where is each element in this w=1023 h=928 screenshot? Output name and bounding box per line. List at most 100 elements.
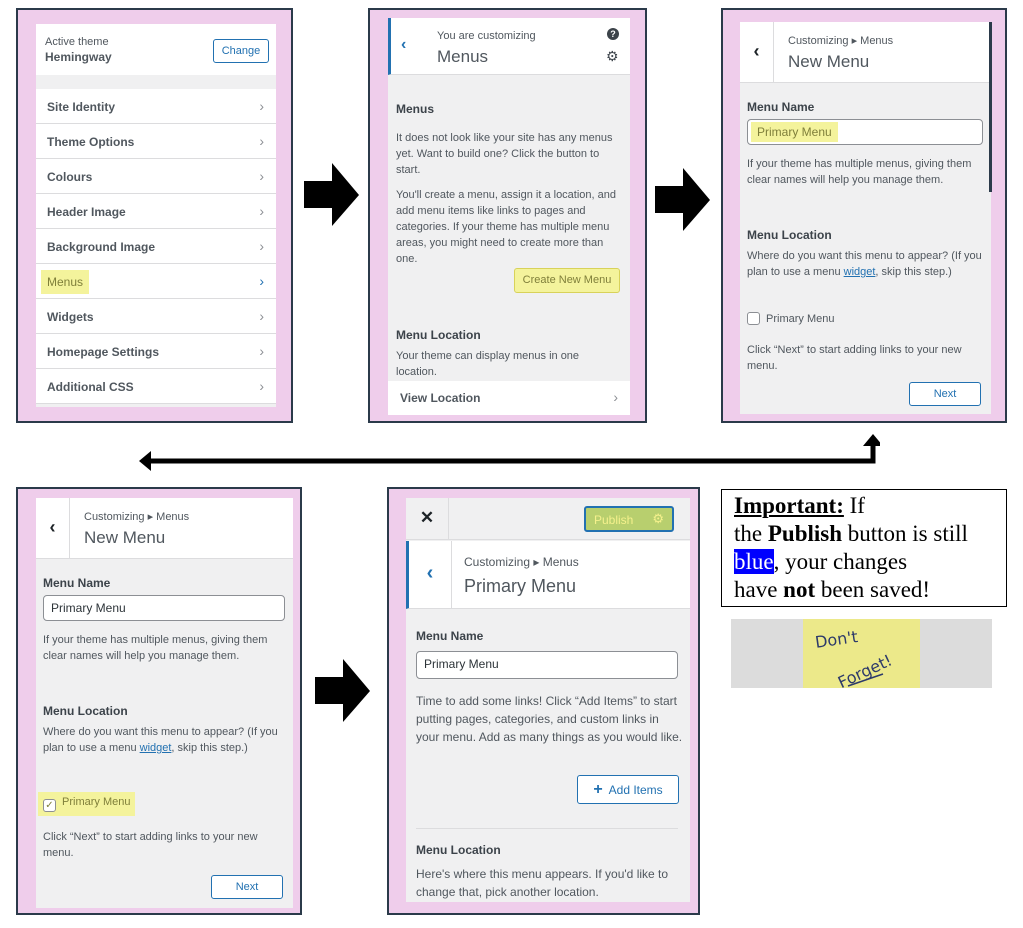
note-text: have	[734, 577, 784, 602]
step4-panel: ‹ Customizing ▸ Menus New Menu Menu Name…	[16, 487, 302, 915]
menu-location-heading: Menu Location	[396, 328, 481, 342]
menu-item-label: Site Identity	[47, 100, 116, 114]
chevron-right-icon: ›	[259, 378, 264, 394]
menu-name-input[interactable]: Primary Menu	[416, 651, 678, 679]
back-chevron-icon[interactable]: ‹	[36, 498, 70, 559]
right-arrow-icon	[315, 659, 370, 722]
note-text: button is still	[842, 521, 968, 546]
back-chevron-icon[interactable]: ‹	[401, 36, 407, 53]
menu-item-header-image[interactable]: Header Image›	[36, 194, 276, 229]
menu-item-label: Colours	[47, 170, 93, 184]
return-arrow-icon	[139, 434, 880, 471]
help-text: Where do you want this menu to appear? (…	[747, 250, 982, 278]
note-blue: blue	[734, 549, 774, 574]
menu-location-heading: Menu Location	[416, 843, 501, 857]
create-new-menu-button[interactable]: Create New Menu	[514, 268, 620, 293]
help-text: Where do you want this menu to appear? (…	[43, 726, 278, 754]
publish-button[interactable]: Publish ⚙	[584, 506, 674, 532]
next-button[interactable]: Next	[211, 875, 283, 899]
menu-item-label: Menus	[41, 270, 90, 294]
note-text: been saved!	[815, 577, 931, 602]
chevron-right-icon: ›	[259, 308, 264, 324]
theme-name: Hemingway	[45, 50, 112, 64]
chevron-right-icon: ›	[259, 273, 264, 289]
section-title: Menus	[437, 47, 489, 66]
location-help-text: Where do you want this menu to appear? (…	[43, 724, 286, 756]
intro-text: It does not look like your site has any …	[396, 132, 613, 176]
menu-item-homepage-settings[interactable]: Homepage Settings ›	[36, 334, 276, 369]
section-title: New Menu	[84, 528, 166, 547]
important-label: Important:	[734, 493, 844, 518]
menu-item-label: Additional CSS	[47, 380, 134, 394]
menu-name-input[interactable]: Primary Menu	[43, 595, 285, 621]
step3-panel: ‹ Customizing ▸ Menus New Menu Menu Name…	[721, 8, 1007, 423]
important-note: Important: If the Publish button is stil…	[721, 489, 1007, 607]
checkbox[interactable]	[747, 312, 760, 325]
publish-label: Publish	[594, 513, 634, 527]
menu-item-site-identity[interactable]: Site Identity ›	[36, 89, 276, 124]
menu-name-value: Primary Menu	[51, 601, 126, 615]
menu-location-heading: Menu Location	[43, 704, 128, 718]
add-items-button[interactable]: + Add Items	[577, 775, 679, 804]
scrollbar[interactable]	[989, 22, 992, 192]
primary-menu-checkbox-row[interactable]: ✓ Primary Menu	[38, 792, 136, 816]
right-arrow-icon	[655, 168, 710, 231]
breadcrumb: Customizing ▸ Menus	[788, 35, 894, 47]
gear-icon[interactable]: ⚙	[606, 48, 619, 64]
menu-item-theme-options[interactable]: Theme Options›	[36, 124, 276, 159]
checkbox-label: Primary Menu	[766, 313, 835, 325]
location-help-text: Where do you want this menu to appear? (…	[747, 248, 984, 280]
help-text: , skip this step.)	[171, 742, 248, 754]
primary-menu-checkbox-row[interactable]: Primary Menu	[747, 312, 834, 325]
menu-name-label: Menu Name	[747, 100, 815, 114]
menu-item-additional-css[interactable]: Additional CSS ›	[36, 369, 276, 404]
next-button[interactable]: Next	[909, 382, 981, 406]
right-arrow-icon	[304, 163, 359, 226]
view-location-row[interactable]: View Location›	[388, 381, 630, 415]
close-icon[interactable]: ✕	[406, 498, 449, 540]
checkbox[interactable]: ✓	[43, 799, 56, 812]
change-theme-button[interactable]: Change	[213, 39, 269, 63]
step2-panel: ‹ You are customizing Menus ? ⚙ Menus It…	[368, 8, 647, 423]
menu-item-colours[interactable]: Colours ›	[36, 159, 276, 194]
next-help-text: Click “Next” to start adding links to yo…	[747, 344, 962, 372]
chevron-right-icon: ›	[259, 98, 264, 114]
active-theme-header: Active theme Hemingway Change	[36, 24, 276, 75]
checkbox-label: Primary Menu	[62, 796, 131, 808]
add-items-label: Add Items	[608, 783, 663, 797]
chevron-right-icon: ›	[259, 343, 264, 359]
chevron-right-icon: ›	[259, 133, 264, 149]
breadcrumb: Customizing ▸ Menus	[84, 511, 190, 523]
help-icon[interactable]: ?	[607, 28, 619, 40]
active-theme-label: Active theme	[45, 36, 109, 48]
widget-link[interactable]: widget	[139, 742, 172, 754]
menus-heading: Menus	[396, 102, 435, 116]
help-text: , skip this step.)	[875, 266, 952, 278]
sticky-note-photo: Don't Forget!	[731, 619, 992, 692]
note-not: not	[783, 577, 816, 602]
back-chevron-icon[interactable]: ‹	[740, 22, 774, 83]
back-chevron-icon[interactable]: ‹	[409, 541, 452, 609]
gear-icon[interactable]: ⚙	[652, 511, 664, 526]
menu-item-label: Widgets	[47, 310, 94, 324]
step5-panel: ✕ Publish⚙ ‹ Customizing ▸ Menus Primary…	[387, 487, 700, 915]
plus-icon: +	[593, 781, 603, 798]
chevron-right-icon: ›	[613, 389, 618, 405]
menu-name-value: Primary Menu	[751, 122, 838, 142]
menu-name-input[interactable]: Primary Menu	[747, 119, 983, 145]
note-text: If	[843, 493, 865, 518]
info-text: You'll create a menu, assign it a locati…	[396, 189, 616, 265]
menu-item-menus[interactable]: Menus ›	[36, 264, 276, 299]
name-help-text: If your theme has multiple menus, giving…	[747, 158, 972, 186]
menu-item-label: Homepage Settings	[47, 345, 160, 359]
svg-text:Don't: Don't	[814, 627, 859, 652]
menu-location-heading: Menu Location	[747, 228, 832, 242]
step1-panel: Active theme Hemingway Change Site Ident…	[16, 8, 293, 423]
name-help-text: If your theme has multiple menus, giving…	[43, 634, 268, 662]
location-text: Your theme can display menus in one loca…	[396, 350, 580, 378]
menu-item-background-image[interactable]: Background Image›	[36, 229, 276, 264]
chevron-right-icon: ›	[259, 168, 264, 184]
widget-link[interactable]: widget	[843, 266, 876, 278]
menu-item-widgets[interactable]: Widgets ›	[36, 299, 276, 334]
next-help-text: Click “Next” to start adding links to yo…	[43, 831, 258, 859]
